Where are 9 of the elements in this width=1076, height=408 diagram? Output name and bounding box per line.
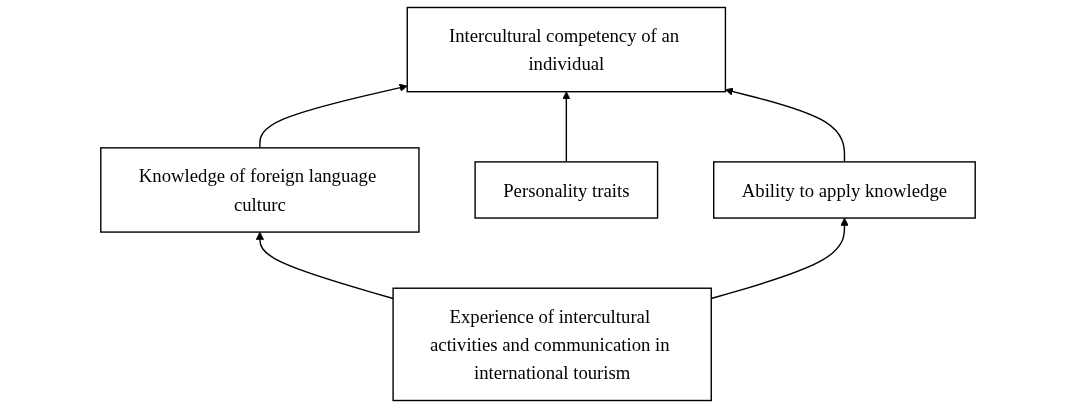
node-box: Knowledge of foreign language culturc bbox=[100, 147, 420, 233]
arrow bbox=[725, 87, 846, 163]
node-box: Ability to apply knowledge bbox=[713, 161, 976, 219]
node-box: Experience of intercultural activities and communication in international tourism bbox=[392, 287, 712, 402]
node-box: Intercultural competency of an individual bbox=[406, 6, 727, 93]
node-box: Personality traits bbox=[474, 161, 659, 219]
arrow bbox=[255, 231, 394, 300]
arrow bbox=[562, 91, 571, 163]
arrow bbox=[259, 83, 408, 149]
